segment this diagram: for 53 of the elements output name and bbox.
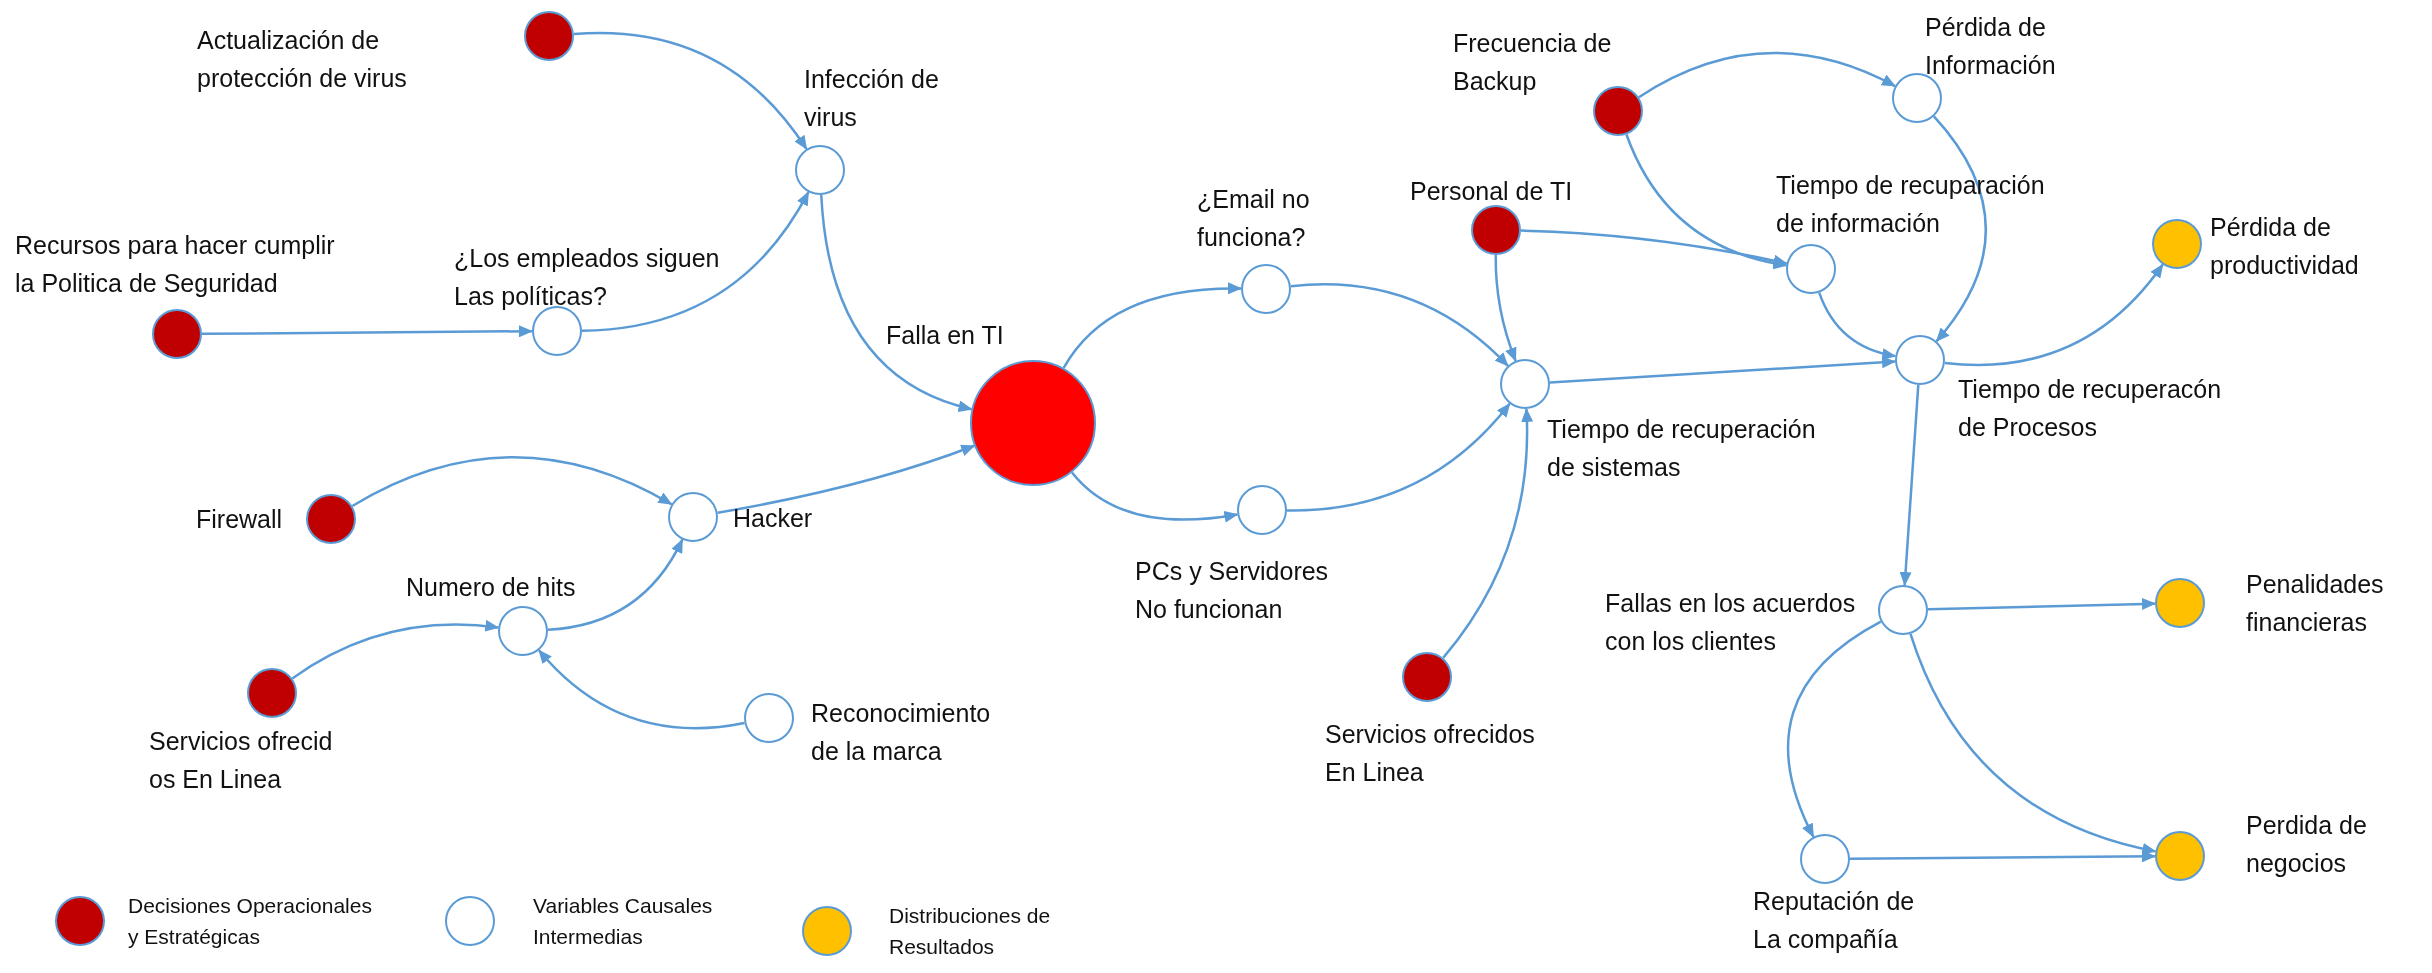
arrow [1850, 850, 2156, 863]
node-label: Pérdida de productividad [2210, 212, 2360, 281]
arrow [202, 325, 533, 338]
node-label: Actualización de protección de virus [197, 25, 408, 94]
node-label: Tiempo de recuperación de sistemas [1547, 414, 1817, 483]
node-label: Frecuencia de Backup [1453, 28, 1613, 97]
arrow [1520, 229, 1788, 267]
arrow [820, 194, 973, 412]
node-label: Perdida de negocios [2246, 810, 2368, 879]
arrow [1927, 597, 2156, 611]
arrow [1442, 407, 1533, 659]
legend-label: Variables Causales Intermedias [533, 893, 714, 950]
node-label: Hacker [733, 503, 814, 534]
node-label: ¿Los empleados siguen Las políticas? [454, 243, 721, 312]
node-label: Reconocimiento de la marca [811, 698, 992, 767]
arrow [291, 620, 500, 680]
node-label: Falla en TI [886, 320, 1005, 351]
arrow [581, 191, 810, 333]
arrow [1062, 282, 1242, 369]
arrow [547, 538, 684, 631]
arrow [1786, 620, 1882, 838]
node-label: Reputación de La compañía [1753, 886, 1916, 955]
arrow [351, 456, 673, 508]
arrow [1286, 402, 1511, 512]
legend-label: Distribuciones de Resultados [889, 903, 1052, 960]
node-label: Numero de hits [406, 572, 577, 603]
node-label: Servicios ofrecid os En Linea [149, 726, 334, 795]
node-label: Infección de virus [804, 64, 940, 133]
arrow [1494, 255, 1517, 362]
arrow [538, 649, 745, 730]
arrow [573, 31, 808, 150]
node-label: Personal de TI [1410, 176, 1574, 207]
node-label: ¿Email no funciona? [1197, 184, 1311, 253]
node-label: Tiempo de recuperacón de Procesos [1958, 374, 2223, 443]
node-label: PCs y Servidores No funcionan [1135, 556, 1330, 625]
arrow [1933, 115, 1987, 342]
arrow [1909, 633, 2157, 855]
node-label: Servicios ofrecidos En Linea [1325, 719, 1536, 788]
arrow [1071, 471, 1239, 523]
arrow [1944, 263, 2164, 366]
arrow [1625, 134, 1788, 269]
node-label: Pérdida de Información [1925, 12, 2057, 81]
arrow [1290, 283, 1509, 367]
node-label: Firewall [196, 504, 284, 535]
arrow [1638, 52, 1896, 99]
arrow [717, 444, 976, 514]
node-label: Recursos para hacer cumplir la Politica de Seguridad [15, 230, 335, 299]
arrow [1818, 292, 1897, 360]
legend-label: Decisiones Operacionales y Estratégicas [128, 893, 373, 950]
arrow [1549, 356, 1897, 384]
node-label: Fallas en los acuerdos con los clientes [1605, 588, 1857, 657]
arrow [1899, 384, 1920, 587]
node-label: Penalidades financieras [2246, 569, 2385, 638]
